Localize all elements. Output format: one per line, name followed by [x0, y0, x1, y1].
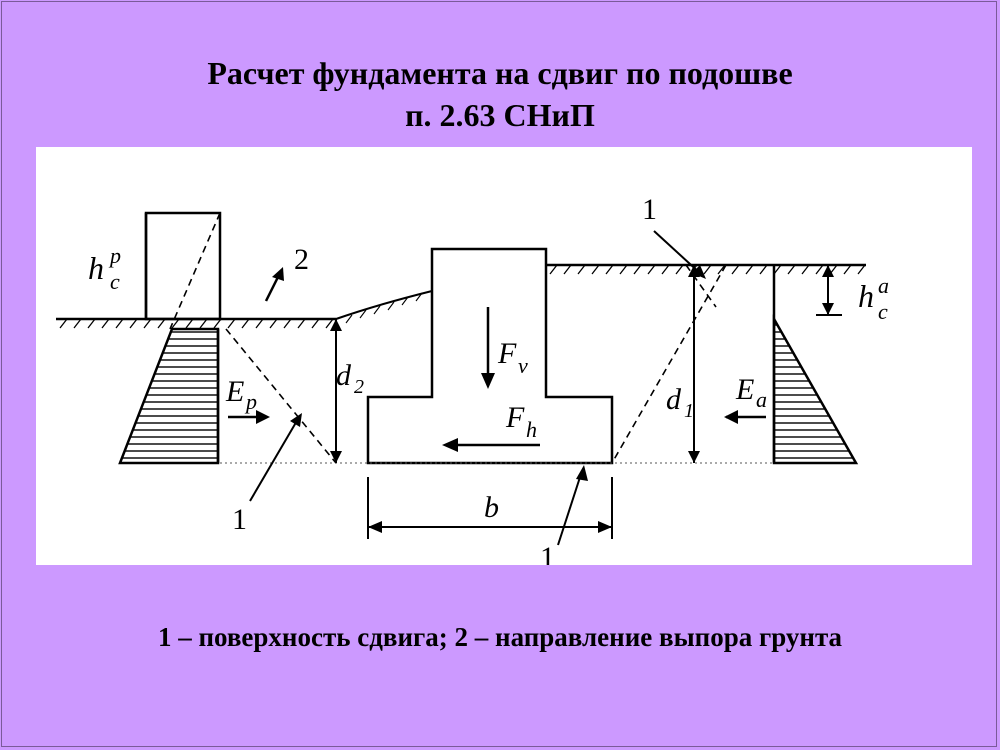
- svg-text:F: F: [505, 401, 525, 434]
- slide-title: Расчет фундамента на сдвиг по подошве п.…: [0, 52, 1000, 136]
- svg-text:c: c: [110, 269, 120, 294]
- label-1-bottom: 1: [540, 465, 588, 565]
- svg-text:1: 1: [642, 193, 657, 226]
- b-dimension: b: [367, 477, 613, 539]
- force-ea: E a: [724, 373, 767, 424]
- svg-text:p: p: [244, 389, 257, 414]
- svg-text:a: a: [756, 387, 767, 412]
- svg-text:b: b: [484, 491, 499, 524]
- svg-text:1: 1: [540, 541, 555, 565]
- svg-text:E: E: [735, 373, 754, 406]
- label-2-arrow: 2: [264, 243, 309, 302]
- d2-dimension: d 2: [330, 319, 364, 463]
- svg-text:d: d: [666, 383, 682, 416]
- d1-dimension: d 1: [666, 265, 700, 463]
- legend-caption: 1 – поверхность сдвига; 2 – направление …: [157, 622, 843, 652]
- svg-text:v: v: [518, 353, 528, 378]
- ground-surface-right: [546, 263, 866, 275]
- svg-text:1: 1: [232, 503, 247, 536]
- label-1-left: 1: [232, 413, 302, 536]
- hcp-dimension: h c p: [88, 243, 121, 294]
- force-fv: F v: [481, 307, 528, 389]
- svg-text:c: c: [878, 299, 888, 324]
- label-1-top: 1: [642, 193, 706, 279]
- title-line-2: п. 2.63 СНиП: [405, 97, 595, 133]
- passive-pressure-diagram: [118, 211, 337, 465]
- foundation-diagram: h c p h c a d 2 d 1: [36, 147, 972, 565]
- force-fh: F h: [442, 401, 540, 452]
- svg-text:2: 2: [294, 243, 309, 276]
- svg-text:1: 1: [684, 400, 694, 422]
- ground-surface-left: [56, 290, 433, 329]
- svg-text:p: p: [108, 243, 121, 268]
- title-line-1: Расчет фундамента на сдвиг по подошве: [207, 55, 793, 91]
- svg-text:h: h: [526, 417, 537, 442]
- svg-text:h: h: [88, 250, 104, 286]
- svg-text:h: h: [858, 278, 874, 314]
- active-pressure-diagram: [611, 264, 859, 465]
- diagram-svg: h c p h c a d 2 d 1: [56, 193, 889, 565]
- hca-dimension: h c a: [816, 265, 889, 324]
- svg-text:F: F: [497, 337, 517, 370]
- svg-text:2: 2: [354, 376, 364, 398]
- svg-text:a: a: [878, 273, 889, 298]
- foundation-body: [366, 247, 614, 465]
- svg-text:E: E: [225, 375, 244, 408]
- svg-text:d: d: [336, 359, 352, 392]
- force-ep: E p: [225, 375, 270, 424]
